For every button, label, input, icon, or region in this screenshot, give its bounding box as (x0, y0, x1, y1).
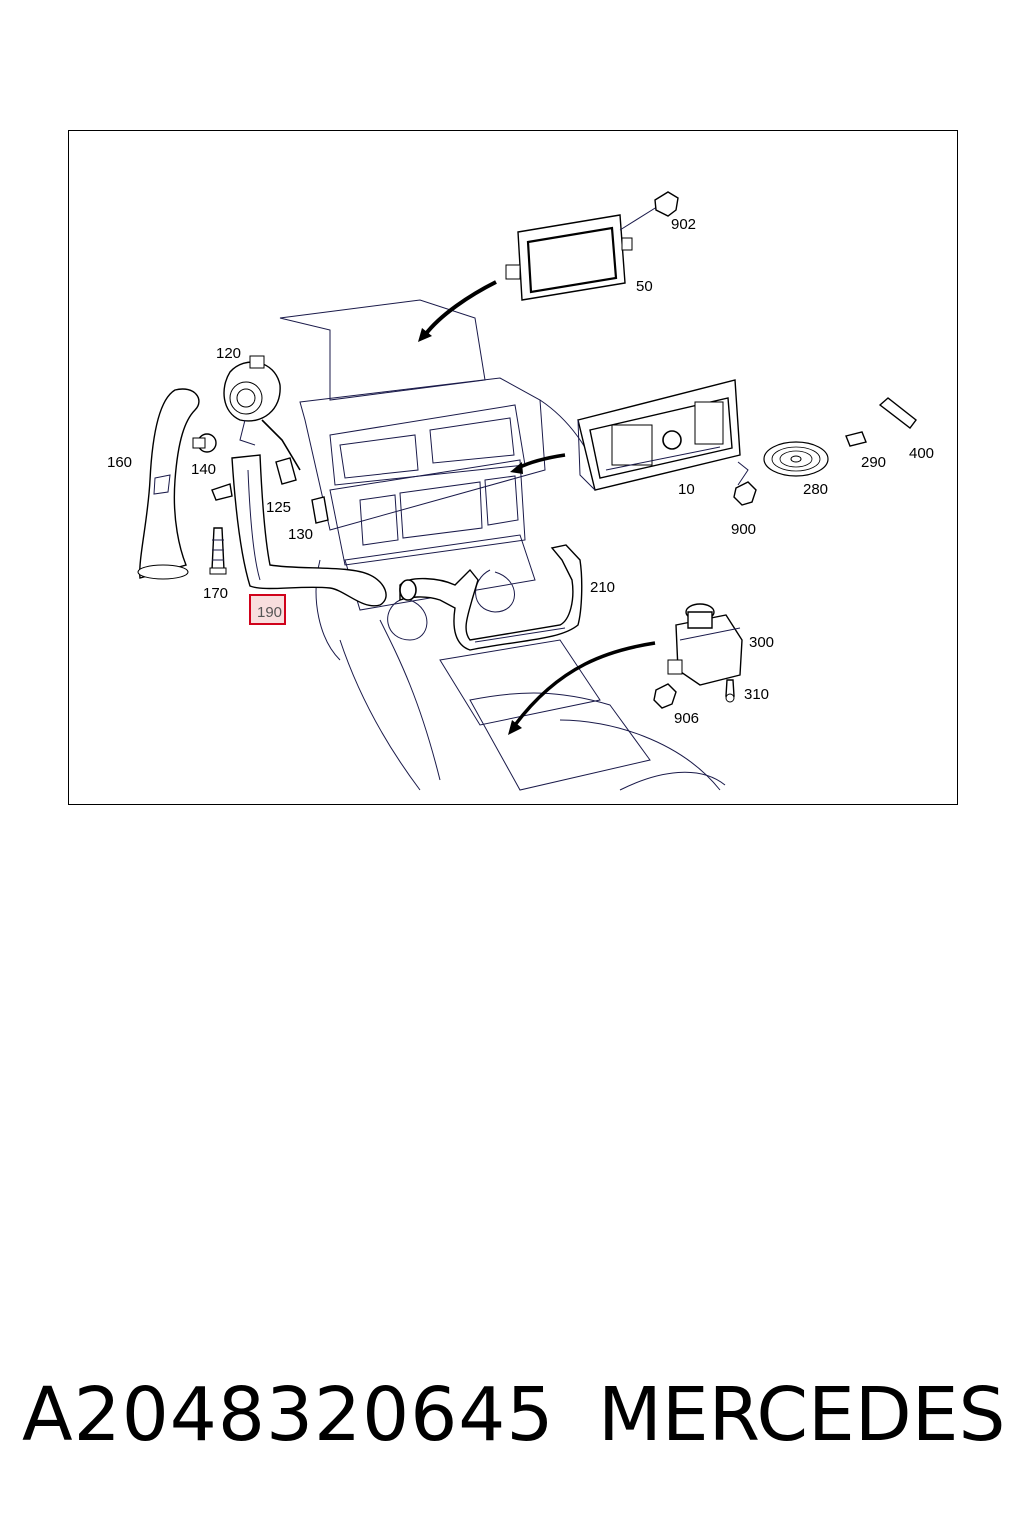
callout-170: 170 (203, 585, 228, 602)
part-290-card (845, 431, 867, 447)
callout-906: 906 (674, 710, 699, 727)
arrow-display (418, 280, 497, 342)
part-900-tag (733, 481, 757, 506)
dashboard-outline (279, 299, 726, 791)
callout-10: 10 (678, 481, 695, 498)
part-210-frame (399, 544, 583, 651)
callout-310: 310 (744, 686, 769, 703)
part-280-disc (763, 441, 829, 477)
callout-280: 280 (803, 481, 828, 498)
arrow-controller (508, 641, 656, 735)
part-190-duct (231, 454, 387, 607)
callout-140: 140 (191, 461, 216, 478)
arrow-radio (510, 453, 566, 474)
part-130-connector (311, 496, 329, 524)
callout-300: 300 (749, 634, 774, 651)
callout-120: 120 (216, 345, 241, 362)
part-160-duct (137, 388, 200, 580)
part-50-display (505, 204, 661, 301)
brand-name: MERCEDES (598, 1372, 1006, 1458)
part-310-screw (725, 679, 735, 703)
part-400-stick (878, 397, 917, 429)
callout-190: 190 (257, 604, 282, 621)
part-140-screw (192, 433, 217, 453)
callout-210: 210 (590, 579, 615, 596)
footer: A2048320645 MERCEDES (0, 1372, 1024, 1472)
callout-900: 900 (731, 521, 756, 538)
clip-part (211, 483, 233, 501)
callout-50: 50 (636, 278, 653, 295)
callout-290: 290 (861, 454, 886, 471)
callout-125: 125 (266, 499, 291, 516)
part-number: A2048320645 (22, 1372, 555, 1458)
part-902-tag (654, 191, 679, 217)
part-300-controller (667, 603, 743, 686)
callout-130: 130 (288, 526, 313, 543)
part-906-tag (653, 683, 677, 709)
part-120-motor (223, 355, 301, 471)
diagram-frame (68, 130, 958, 805)
callout-160: 160 (107, 454, 132, 471)
highlight-box-190 (249, 594, 286, 625)
part-170-bolt (209, 527, 227, 575)
callout-902: 902 (671, 216, 696, 233)
part-10-radio (577, 379, 749, 491)
parts-diagram: 902 50 120 160 140 125 130 170 190 210 1… (107, 191, 934, 791)
part-125-bracket (275, 457, 297, 485)
callout-400: 400 (909, 445, 934, 462)
